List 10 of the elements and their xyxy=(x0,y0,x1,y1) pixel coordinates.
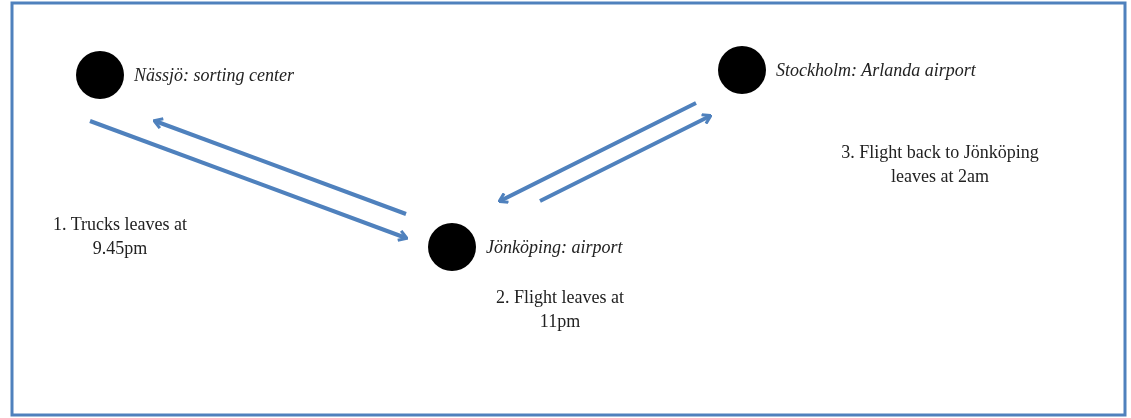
arrow xyxy=(89,119,409,242)
arrow xyxy=(497,101,697,204)
location-label: Stockholm: Arlanda airport xyxy=(776,59,976,81)
step-note: 1. Trucks leaves at 9.45pm xyxy=(52,213,188,260)
step-note: 3. Flight back to Jönköping leaves at 2am xyxy=(840,141,1040,188)
location-label: Nässjö: sorting center xyxy=(134,64,294,86)
arrow xyxy=(539,113,713,203)
arrow xyxy=(152,117,407,216)
location-label: Jönköping: airport xyxy=(486,236,623,258)
step-note: 2. Flight leaves at 11pm xyxy=(495,286,625,333)
